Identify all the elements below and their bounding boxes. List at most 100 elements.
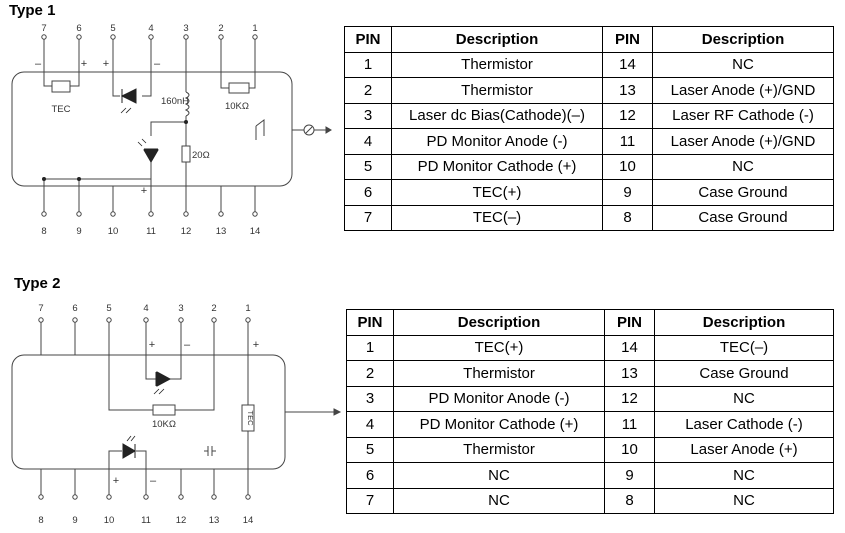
pin-cell: 8 xyxy=(604,487,655,514)
description-cell: Thermistor xyxy=(391,51,603,78)
pin-number: 10 xyxy=(108,226,119,237)
description-cell: PD Monitor Anode (-) xyxy=(393,385,605,412)
fiber-output-arrow xyxy=(285,408,342,416)
top-pin xyxy=(178,317,184,355)
bottom-pin xyxy=(41,186,47,217)
fiber-output-icon xyxy=(255,119,332,140)
description-cell: Laser Anode (+)/GND xyxy=(652,128,834,155)
pin-number: 7 xyxy=(38,303,43,314)
pin-cell: 1 xyxy=(344,51,392,78)
bottom-pin xyxy=(143,469,149,500)
header-description: Description xyxy=(393,309,605,336)
top-pin xyxy=(245,317,251,355)
top-pin xyxy=(143,317,149,355)
pin-number: 13 xyxy=(209,515,220,526)
polarity-minus: – xyxy=(154,58,161,70)
description-cell: Thermistor xyxy=(393,360,605,387)
pin-number: 10 xyxy=(104,515,115,526)
pin-cell: 7 xyxy=(346,487,394,514)
pin-number: 14 xyxy=(243,515,254,526)
pin-number: 8 xyxy=(41,226,46,237)
top-pin xyxy=(252,34,258,72)
description-cell: NC xyxy=(654,385,834,412)
bottom-pin xyxy=(148,186,154,217)
pin-number: 3 xyxy=(178,303,183,314)
bottom-pin xyxy=(106,469,112,500)
top-pin xyxy=(76,34,82,72)
internal-wiring xyxy=(108,355,249,469)
tec-element xyxy=(241,404,255,432)
pin-number: 5 xyxy=(110,23,115,34)
pin-cell: 14 xyxy=(602,51,653,78)
package-body xyxy=(11,71,293,187)
pin-cell: 4 xyxy=(346,411,394,438)
pin-cell: 1 xyxy=(346,334,394,361)
tec-element xyxy=(51,80,71,93)
pin-number: 11 xyxy=(146,226,156,237)
pin-number: 2 xyxy=(211,303,216,314)
top-pin-row xyxy=(38,317,251,355)
thermistor-label: 10KΩ xyxy=(152,419,176,430)
top-pin xyxy=(183,34,189,72)
table-header-row: PIN Description PIN Description xyxy=(344,26,834,53)
pin-cell: 3 xyxy=(344,102,392,129)
pin-cell: 9 xyxy=(602,179,653,206)
pin-number: 6 xyxy=(72,303,77,314)
polarity-plus: + xyxy=(81,58,87,70)
bottom-pin xyxy=(211,469,217,500)
pin-number: 11 xyxy=(141,515,151,526)
header-description: Description xyxy=(391,26,603,53)
thermistor-resistor xyxy=(228,82,250,94)
top-pin xyxy=(110,34,116,72)
type1-title: Type 1 xyxy=(9,2,56,19)
top-pin xyxy=(72,317,78,355)
pd-monitor-diode xyxy=(153,371,172,395)
pin-cell: 14 xyxy=(604,334,655,361)
description-cell: TEC(–) xyxy=(654,334,834,361)
description-cell: Laser RF Cathode (-) xyxy=(652,102,834,129)
pin-cell: 13 xyxy=(602,77,653,104)
pin-number: 1 xyxy=(252,23,257,34)
header-pin: PIN xyxy=(346,309,394,336)
description-cell: Laser Anode (+) xyxy=(654,436,834,463)
description-cell: Case Ground xyxy=(654,360,834,387)
bottom-pin xyxy=(218,186,224,217)
type2-title: Type 2 xyxy=(14,275,61,292)
tec-label: TEC xyxy=(246,411,255,427)
pin-cell: 5 xyxy=(344,153,392,180)
header-description: Description xyxy=(654,309,834,336)
top-pin xyxy=(106,317,112,355)
pin-cell: 6 xyxy=(346,462,394,489)
pin-cell: 8 xyxy=(602,204,653,231)
resistor-20ohm xyxy=(181,145,191,163)
description-cell: NC xyxy=(393,462,605,489)
pin-number: 6 xyxy=(76,23,81,34)
description-cell: Thermistor xyxy=(391,77,603,104)
pin-cell: 11 xyxy=(604,411,655,438)
bottom-pin xyxy=(110,186,116,217)
table-header-row: PIN Description PIN Description xyxy=(346,309,834,336)
pin-cell: 7 xyxy=(344,204,392,231)
pin-number: 8 xyxy=(38,515,43,526)
top-pin xyxy=(41,34,47,72)
polarity-plus: + xyxy=(113,475,119,487)
description-cell: TEC(+) xyxy=(393,334,605,361)
laser-diode xyxy=(122,435,136,459)
header-pin: PIN xyxy=(344,26,392,53)
pin-number: 3 xyxy=(183,23,188,34)
bottom-pin xyxy=(178,469,184,500)
pin-cell: 13 xyxy=(604,360,655,387)
pin-cell: 2 xyxy=(346,360,394,387)
bottom-pin-row xyxy=(38,469,251,500)
